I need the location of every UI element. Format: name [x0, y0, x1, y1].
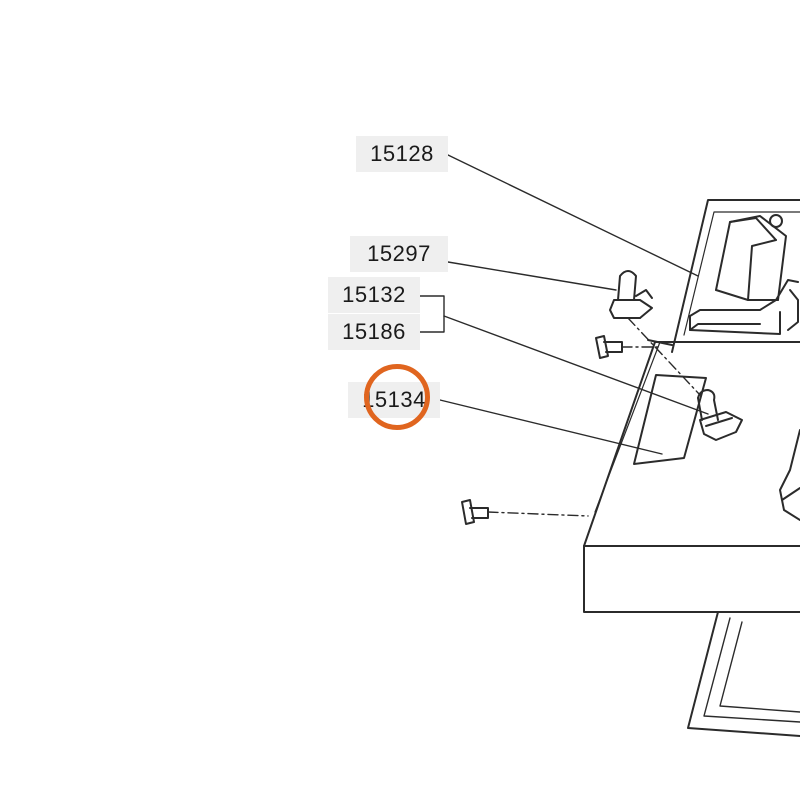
part-label-15297: 15297 — [350, 236, 448, 272]
toggle-switch-upper — [609, 270, 653, 319]
screw-upper — [595, 335, 623, 359]
stand-frame — [687, 611, 800, 737]
part-label-15128: 15128 — [356, 136, 448, 172]
screw-lower — [461, 499, 489, 525]
upper-panel — [671, 199, 800, 353]
base-block — [583, 341, 800, 613]
highlight-circle — [364, 364, 430, 430]
right-edge-part — [779, 429, 800, 521]
part-label-15186: 15186 — [328, 314, 420, 350]
axis-lines — [487, 317, 701, 517]
toggle-switch-lower — [697, 389, 743, 441]
part-label-15132: 15132 — [328, 277, 420, 313]
leader-lines — [419, 154, 709, 455]
mounting-block — [689, 214, 799, 335]
mounting-plate — [633, 339, 707, 465]
